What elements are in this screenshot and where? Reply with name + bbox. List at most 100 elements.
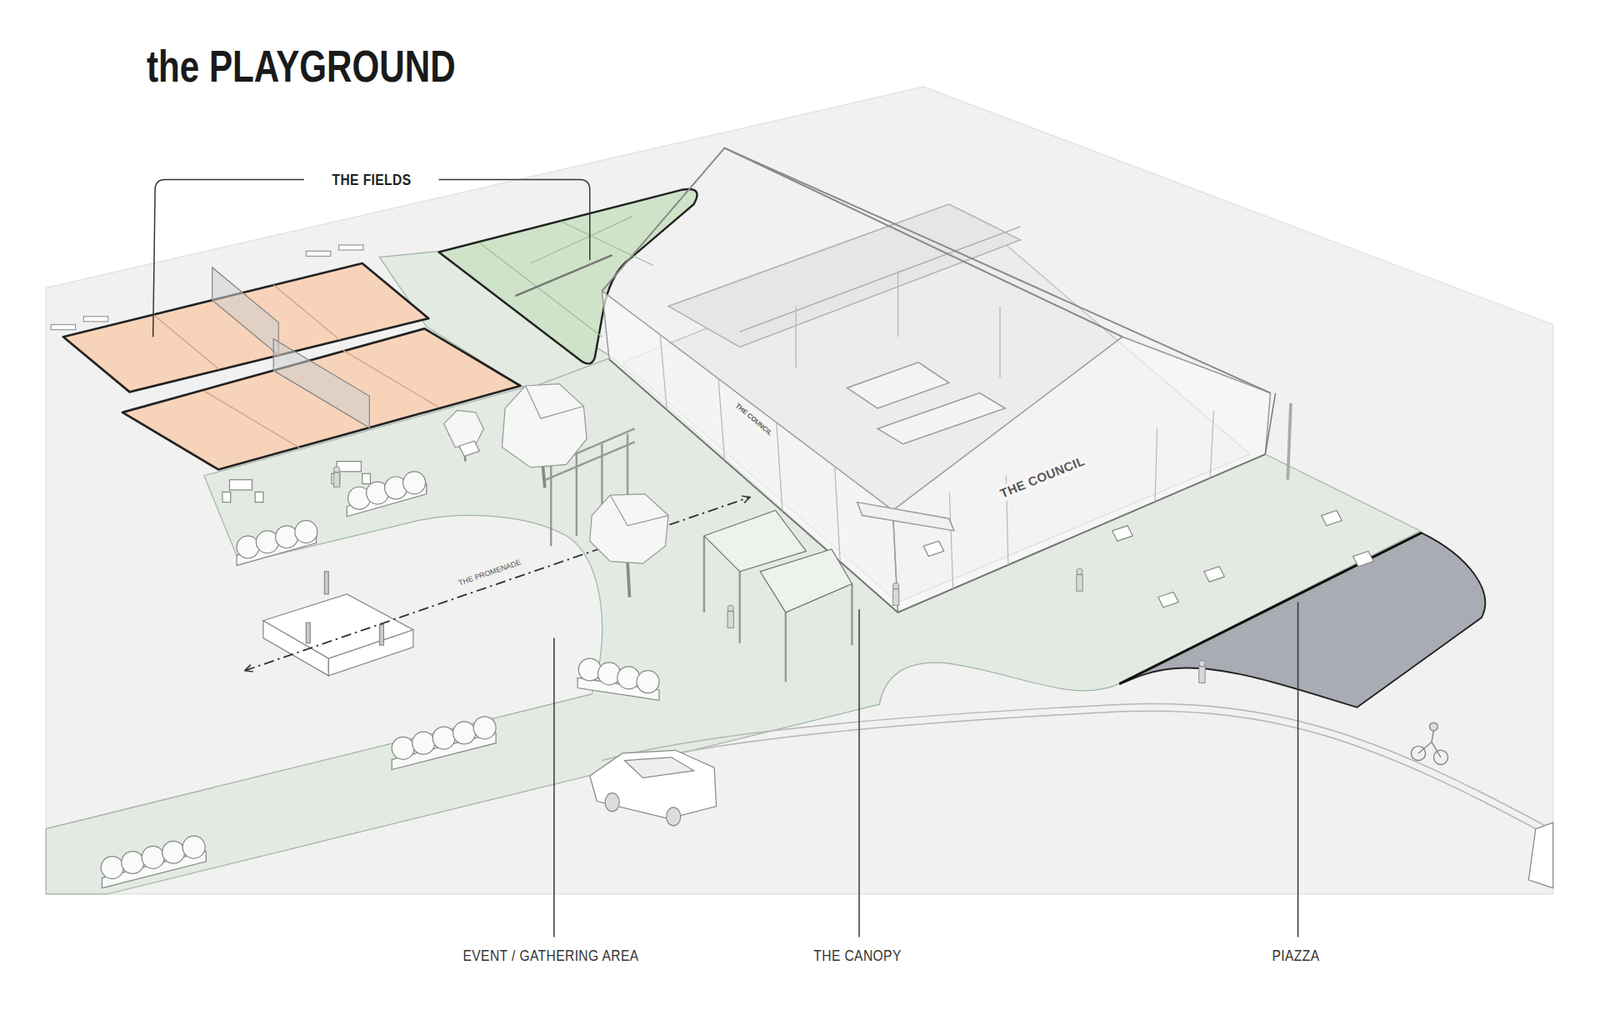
person-figure [1076,568,1083,575]
planter [182,835,205,859]
building [897,270,899,338]
planter [453,721,476,745]
leader-line [858,609,860,937]
callout-label: PIAZZA [1269,946,1323,966]
building [724,148,1123,338]
callout-label: THE CANOPY [810,946,905,966]
table-seating [222,428,465,502]
table-seating [336,461,361,472]
person-figure [333,466,340,473]
table-seating [222,491,231,502]
sport-court [122,328,521,470]
stage [305,622,310,643]
callout-label: THE FIELDS [329,170,415,190]
leader-line [553,638,555,938]
building [601,148,1291,613]
stage [263,594,414,659]
green-court [530,216,633,264]
planter [141,845,165,869]
shade-canopy [739,571,741,644]
tree [525,385,585,419]
planter [100,471,660,889]
building-sign: THE COUNCIL [995,452,1090,504]
bench [50,325,75,330]
planter [578,658,601,681]
cyclist [1431,730,1434,742]
court-lines [273,285,340,340]
court-net [212,267,280,355]
court-net [212,267,370,428]
person-figure [333,466,1205,684]
planter [275,525,299,549]
building [877,393,1005,445]
path-label: THE PROMENADE [454,556,526,590]
building [1155,428,1157,502]
stage [263,571,414,676]
car [1528,822,1553,888]
planter [255,530,279,554]
game-board [1353,550,1374,566]
building [892,336,1270,613]
game-board [923,540,944,556]
planter [473,716,496,740]
planter [636,670,660,694]
bench [83,316,108,322]
building [1287,403,1291,480]
person-figure [727,611,734,629]
building [668,204,1020,347]
game-board [459,440,1374,608]
game-board [1112,525,1133,541]
green-court [480,243,603,338]
stage [324,571,329,595]
tree [444,410,485,447]
court-lines [153,314,220,370]
person-figure [333,472,340,487]
car [605,793,620,812]
building [857,502,955,531]
callout-label: EVENT / GATHERING AREA [460,946,642,966]
leader-line [1297,602,1299,938]
building [1265,393,1275,455]
promenade-arrow [245,497,750,671]
building [776,422,783,511]
person-figure [892,582,899,589]
game-board [459,440,480,456]
building [835,466,841,562]
stage [380,625,385,645]
car [624,757,694,778]
building [846,362,949,409]
piazza-area [1119,532,1485,707]
cyclist [1418,741,1432,753]
page-title: the PLAYGROUND [146,43,456,89]
planter [617,666,640,690]
car [590,750,717,819]
planter [236,535,260,559]
cyclist [1410,722,1448,765]
building [999,305,1000,378]
planter [100,856,124,880]
building [795,305,796,367]
shade-canopy [785,612,787,682]
person-figure [1199,666,1205,684]
piazza-area [1119,532,1421,684]
building [740,226,1021,332]
planter [403,471,426,495]
sport-court [63,263,521,470]
court-net [273,339,370,429]
cyclist [1431,741,1441,757]
leader-line [153,180,305,338]
ground-slab [45,86,1554,895]
road-edge [612,710,1552,837]
ground-slab [45,86,1554,895]
car [666,807,681,826]
cyclist [1430,722,1439,731]
game-board [1204,566,1225,582]
bench [50,245,364,330]
planter [391,736,415,760]
building [660,335,667,410]
planter [412,731,435,755]
building [949,492,953,589]
bench [339,245,364,250]
building [1210,410,1214,479]
